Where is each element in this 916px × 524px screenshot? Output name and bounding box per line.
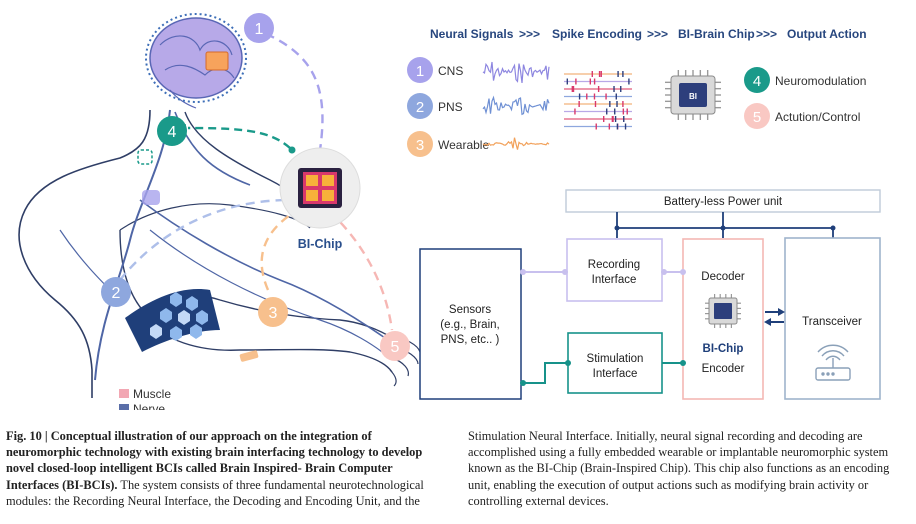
svg-text:3: 3 [269, 305, 278, 322]
bi-chip-block-label: BI-Chip [703, 343, 744, 355]
decoder-label: Decoder [701, 271, 745, 283]
bi-chip-illustration: BI-Chip [279, 147, 361, 251]
svg-text:BI: BI [689, 92, 697, 101]
brain [145, 13, 247, 109]
sensors-label: Sensors [449, 304, 491, 316]
svg-text:2: 2 [112, 285, 121, 302]
bi-chip-label: BI-Chip [298, 237, 343, 251]
output-neuromodulation: 4 Neuromodulation [744, 67, 866, 93]
input-cns: 1 CNS [407, 57, 463, 83]
cns-waveform [482, 61, 550, 83]
pns-waveform [482, 95, 550, 116]
marker-5: 5 [380, 331, 410, 361]
wearable-waveform [482, 137, 550, 150]
legend-muscle-label: Muscle [133, 387, 171, 401]
svg-text:PNS: PNS [438, 100, 463, 114]
marker-4: 4 [157, 116, 187, 146]
power-unit-label: Battery-less Power unit [664, 196, 783, 208]
svg-text:CNS: CNS [438, 64, 463, 78]
caption-title: Fig. 10 | Conceptual illustration of our… [6, 429, 423, 492]
legend: Muscle Nerve [119, 387, 171, 410]
caption-right: Stimulation Neural Interface. Initially,… [468, 429, 890, 508]
pipeline-arrow: >>> [519, 27, 540, 41]
output-actuation-control: 5 Actution/Control [744, 103, 860, 129]
svg-text:4: 4 [753, 73, 761, 90]
legend-muscle-swatch [119, 389, 129, 398]
marker-1: 1 [244, 13, 274, 43]
block-diagram: Battery-less Power unit Sensors (e.g., B… [419, 189, 881, 400]
recording-interface-label: Recording [588, 259, 640, 271]
svg-text:Neuromodulation: Neuromodulation [775, 74, 866, 88]
stimulation-interface-label: Stimulation [587, 353, 644, 365]
pipeline-arrow: >>> [756, 27, 777, 41]
pipeline-step-neural-signals: Neural Signals [430, 27, 514, 41]
svg-text:PNS, etc.. ): PNS, etc.. ) [441, 334, 500, 346]
transceiver-label: Transceiver [802, 316, 862, 328]
legend-nerve-swatch [119, 404, 129, 410]
pipeline-step-output-action: Output Action [787, 27, 867, 41]
svg-text:Interface: Interface [593, 368, 638, 380]
spike-raster [564, 71, 632, 130]
figure-illustration: 1 4 2 3 5 BI-Chip Muscle Nerve Neural Si… [18, 13, 881, 410]
encoder-label: Encoder [702, 363, 745, 375]
svg-text:4: 4 [168, 124, 177, 141]
marker-2: 2 [101, 277, 131, 307]
caption-left-text: The system consists of three fundamental… [6, 477, 424, 508]
svg-text:5: 5 [391, 339, 400, 356]
svg-text:5: 5 [753, 109, 761, 126]
svg-text:1: 1 [416, 63, 424, 80]
input-wearable: 3 Wearable [407, 131, 489, 157]
marker-3: 3 [258, 297, 288, 327]
legend-nerve-label: Nerve [133, 402, 165, 410]
brain-chip-icon: BI [665, 70, 721, 120]
svg-text:(e.g., Brain,: (e.g., Brain, [440, 319, 499, 331]
svg-text:Interface: Interface [592, 274, 637, 286]
pipeline-header: Neural Signals >>> Spike Encoding >>> BI… [430, 27, 867, 41]
pipeline-step-spike-encoding: Spike Encoding [552, 27, 642, 41]
input-pns: 2 PNS [407, 93, 463, 119]
svg-text:2: 2 [416, 99, 424, 116]
pipeline-step-bi-brain-chip: BI-Brain Chip [678, 27, 755, 41]
body-illustration [18, 109, 421, 398]
svg-text:3: 3 [416, 137, 424, 154]
caption-left: Fig. 10 | Conceptual illustration of our… [6, 428, 448, 509]
wearable-armband [125, 289, 220, 352]
router-icon [815, 344, 851, 381]
pipeline-arrow: >>> [647, 27, 668, 41]
svg-text:Wearable: Wearable [438, 138, 489, 152]
svg-text:Actution/Control: Actution/Control [775, 110, 860, 124]
svg-text:1: 1 [255, 21, 264, 38]
